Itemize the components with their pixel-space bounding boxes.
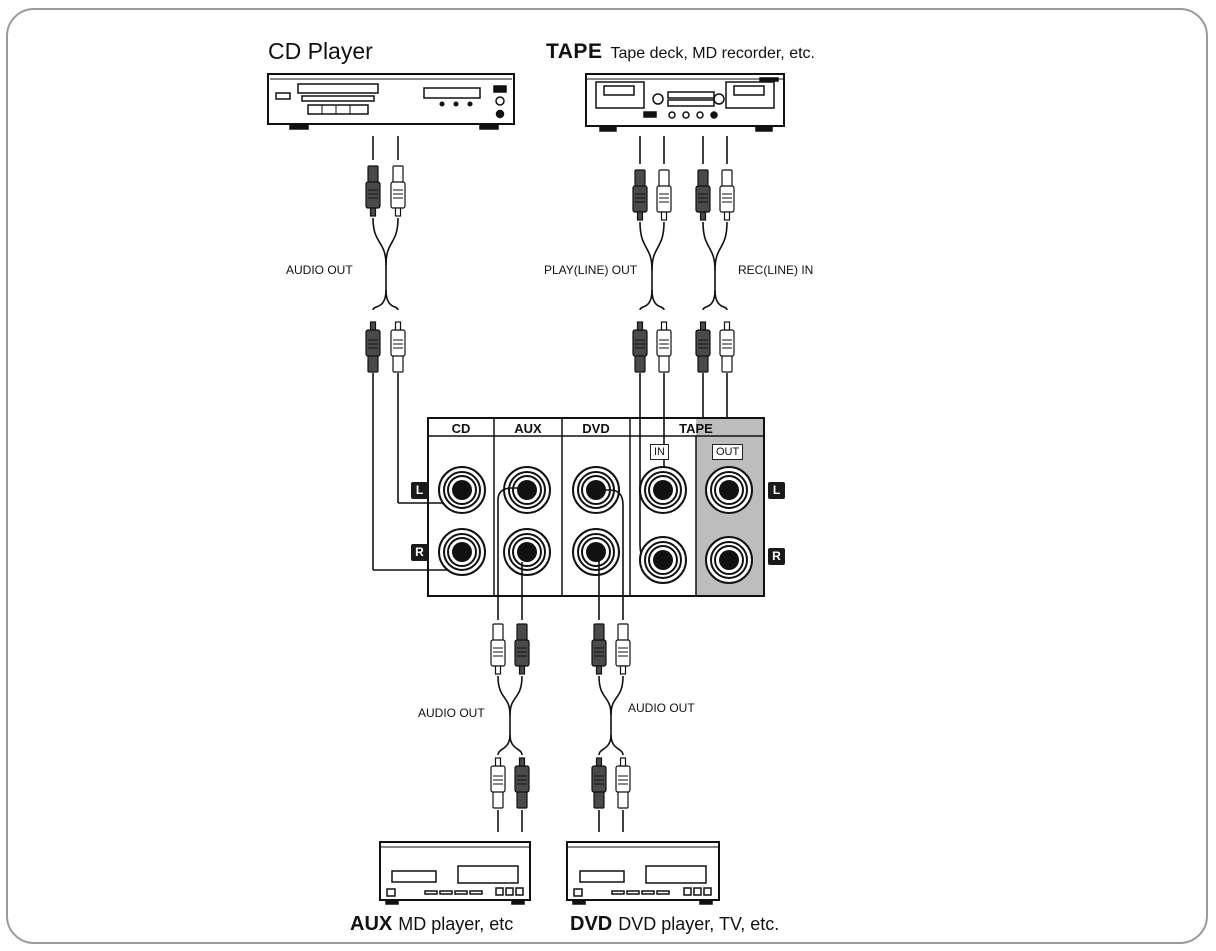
tape-description: Tape deck, MD recorder, etc. bbox=[610, 45, 815, 62]
tape-right-marker: R bbox=[768, 548, 785, 565]
dvd-plug-right-top bbox=[615, 623, 631, 675]
aux-device-icon bbox=[379, 841, 531, 905]
tape-play-plug-right-bottom bbox=[656, 321, 672, 373]
aux-tag: AUX bbox=[350, 913, 393, 935]
panel-header-aux: AUX bbox=[514, 421, 542, 436]
cd-plug-left-bottom bbox=[365, 321, 381, 373]
jack-dvd-right bbox=[572, 528, 620, 576]
tape-rec-plug-left-bottom bbox=[695, 321, 711, 373]
aux-description: MD player, etc bbox=[398, 914, 514, 934]
aux-cable bbox=[497, 675, 523, 832]
cd-cable bbox=[372, 136, 460, 571]
aux-plug-left-bottom bbox=[490, 757, 506, 809]
tape-play-plug-left-bottom bbox=[632, 321, 648, 373]
dvd-plug-left-bottom bbox=[591, 757, 607, 809]
aux-cable-label: AUDIO OUT bbox=[418, 706, 485, 720]
cd-right-marker: R bbox=[411, 544, 428, 561]
dvd-plug-right-bottom bbox=[615, 757, 631, 809]
dvd-plug-left-top bbox=[591, 623, 607, 675]
tape-play-plug-left-top bbox=[632, 169, 648, 221]
jack-tape-out-right bbox=[705, 536, 753, 584]
aux-plug-right-top bbox=[514, 623, 530, 675]
tape-play-label: PLAY(LINE) OUT bbox=[544, 263, 638, 277]
diagram-frame bbox=[6, 8, 1208, 944]
tape-rec-label: REC(LINE) IN bbox=[738, 263, 814, 277]
dvd-tag: DVD bbox=[570, 913, 613, 935]
aux-plug-left-top bbox=[490, 623, 506, 675]
jack-tape-out-left bbox=[705, 466, 753, 514]
tape-play-plug-right-top bbox=[656, 169, 672, 221]
cd-plug-right-top bbox=[390, 165, 406, 217]
aux-jack-leads bbox=[497, 487, 624, 620]
tape-left-marker: L bbox=[768, 482, 785, 499]
tape-out-label: OUT bbox=[712, 444, 744, 460]
dvd-description: DVD player, TV, etc. bbox=[618, 914, 780, 934]
cd-plug-left-top bbox=[365, 165, 381, 217]
tape-deck-icon bbox=[585, 73, 785, 132]
dvd-cable-label: AUDIO OUT bbox=[628, 701, 695, 715]
cd-plug-right-bottom bbox=[390, 321, 406, 373]
tape-rec-plug-left-top bbox=[695, 169, 711, 221]
tape-in-label: IN bbox=[650, 444, 669, 460]
aux-plug-right-bottom bbox=[514, 757, 530, 809]
panel-header-cd: CD bbox=[451, 421, 471, 436]
panel-header-dvd: DVD bbox=[582, 421, 610, 436]
cd-player-icon bbox=[267, 73, 515, 130]
tape-heading: TAPE Tape deck, MD recorder, etc. bbox=[546, 40, 815, 64]
jack-cd-left bbox=[438, 466, 486, 514]
jack-tape-in-left bbox=[639, 466, 687, 514]
tape-rec-plug-right-top bbox=[719, 169, 735, 221]
dvd-device-icon bbox=[566, 841, 720, 905]
jack-aux-left bbox=[503, 466, 551, 514]
cd-player-title: CD Player bbox=[268, 38, 373, 64]
tape-tag: TAPE bbox=[546, 40, 603, 63]
jack-aux-right bbox=[503, 528, 551, 576]
cd-left-marker: L bbox=[411, 482, 428, 499]
tape-rec-plug-right-bottom bbox=[719, 321, 735, 373]
cd-cable-label: AUDIO OUT bbox=[286, 263, 353, 277]
jack-cd-right bbox=[438, 528, 486, 576]
panel-header-tape: TAPE bbox=[679, 421, 713, 436]
jack-tape-in-right bbox=[639, 536, 687, 584]
dvd-cable bbox=[598, 675, 624, 832]
